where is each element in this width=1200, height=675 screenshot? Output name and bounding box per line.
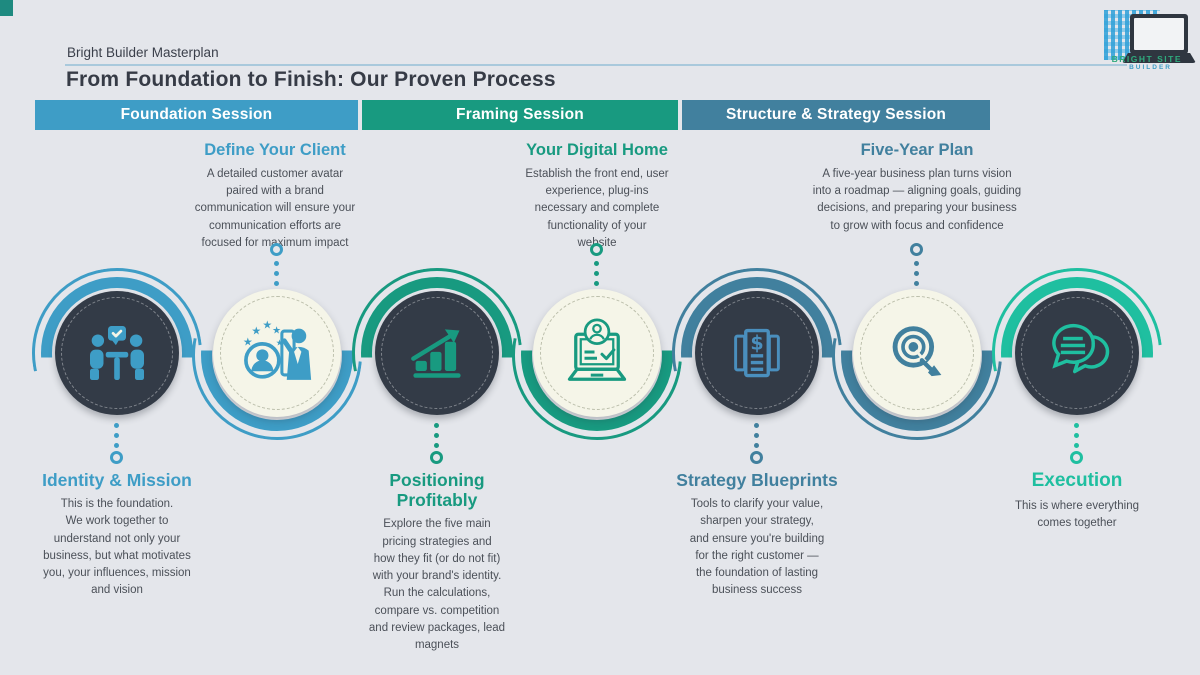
step-text-strategy-blueprints: Strategy Blueprints Tools to clarify you…: [652, 470, 862, 600]
step-text-positioning-profitably: Positioning Profitably Explore the five …: [342, 470, 532, 654]
step-circle-five-year-plan: [853, 289, 981, 417]
connector-ring: [1070, 451, 1083, 464]
target-dart-icon: [892, 326, 942, 377]
step-circle-strategy-blueprints: $: [695, 291, 819, 415]
session-bar-framing: Framing Session: [362, 100, 678, 130]
connector-dot: [594, 281, 599, 286]
connector-ring: [110, 451, 123, 464]
connector-dot: [594, 261, 599, 266]
svg-text:$: $: [750, 332, 763, 355]
step-heading: Define Your Client: [204, 141, 346, 159]
connector-ring: [750, 451, 763, 464]
laptop-logo-icon: [1130, 14, 1188, 54]
connector-dot: [754, 443, 759, 448]
customer-avatar-stars-icon: ★ ★ ★ ★ ★: [243, 320, 312, 380]
connector-dot: [274, 271, 279, 276]
connector-ring: [430, 451, 443, 464]
connector-dot: [914, 281, 919, 286]
connector-dot: [114, 433, 119, 438]
connector-dot: [914, 261, 919, 266]
step-text-identity-mission: Identity & Mission This is the foundatio…: [12, 470, 222, 600]
page-title: From Foundation to Finish: Our Proven Pr…: [66, 68, 556, 91]
step-body: A five-year business plan turns vision i…: [812, 167, 1022, 232]
connector-dot: [754, 433, 759, 438]
step-circle-identity-mission: [55, 291, 179, 415]
connector-dot: [434, 443, 439, 448]
step-body: This is where everything comes together: [1015, 499, 1139, 530]
session-bar-foundation: Foundation Session: [35, 100, 358, 130]
brand-logo: BRIGHT SITE BUILDER: [1098, 6, 1198, 78]
step-circle-execution: [1015, 291, 1139, 415]
connector-dot: [1074, 443, 1079, 448]
step-heading: Your Digital Home: [526, 141, 668, 159]
step-body: Explore the five main pricing strategies…: [368, 518, 506, 651]
growth-bar-chart-icon: [411, 329, 461, 378]
step-heading: Strategy Blueprints: [676, 470, 838, 490]
connector-dot: [914, 271, 919, 276]
step-text-your-digital-home: Your Digital Home Establish the front en…: [492, 141, 702, 252]
connector-dot: [1074, 433, 1079, 438]
connector-ring: [910, 243, 923, 256]
connector-dot: [114, 443, 119, 448]
step-text-execution: Execution This is where everything comes…: [977, 470, 1177, 532]
svg-text:★: ★: [276, 338, 284, 348]
step-body: Tools to clarify your value, sharpen you…: [689, 498, 825, 597]
chat-bubbles-icon: [1052, 323, 1110, 374]
laptop-logo-base: [1122, 53, 1196, 63]
step-body: This is the foundation. We work together…: [43, 498, 191, 597]
step-circle-define-your-client: ★ ★ ★ ★ ★: [213, 289, 341, 417]
step-heading: Positioning Profitably: [389, 470, 485, 511]
connector-dot: [434, 423, 439, 428]
svg-text:★: ★: [243, 337, 253, 349]
connector-dot: [434, 433, 439, 438]
svg-text:★: ★: [262, 320, 272, 332]
logo-text-line2: BUILDER: [1129, 64, 1172, 71]
masterplan-label: Bright Builder Masterplan: [67, 45, 219, 60]
step-circle-your-digital-home: [533, 289, 661, 417]
connector-dot: [114, 423, 119, 428]
step-heading: Five-Year Plan: [860, 141, 974, 159]
header-underline: [65, 64, 1127, 66]
connector-dot: [274, 261, 279, 266]
step-body: Establish the front end, user experience…: [525, 167, 669, 249]
corner-accent: [0, 0, 13, 16]
connector-dot: [754, 423, 759, 428]
laptop-website-icon: [567, 318, 627, 381]
svg-text:★: ★: [272, 326, 281, 337]
connector-ring: [590, 243, 603, 256]
svg-text:★: ★: [251, 326, 261, 338]
meeting-discussion-icon: [90, 326, 144, 380]
step-text-five-year-plan: Five-Year Plan A five-year business plan…: [780, 141, 1054, 235]
connector-dot: [1074, 423, 1079, 428]
step-circle-positioning-profitably: [375, 291, 499, 415]
logo-text-line1: BRIGHT SITE: [1111, 54, 1182, 64]
session-bar-structure: Structure & Strategy Session: [682, 100, 990, 130]
step-heading: Execution: [1031, 470, 1123, 491]
connector-ring: [270, 243, 283, 256]
step-body: A detailed customer avatar paired with a…: [194, 167, 356, 249]
connector-dot: [594, 271, 599, 276]
step-heading: Identity & Mission: [42, 470, 192, 490]
connector-dot: [274, 281, 279, 286]
pricing-document-icon: $: [734, 328, 780, 378]
step-text-define-your-client: Define Your Client A detailed customer a…: [165, 141, 385, 252]
